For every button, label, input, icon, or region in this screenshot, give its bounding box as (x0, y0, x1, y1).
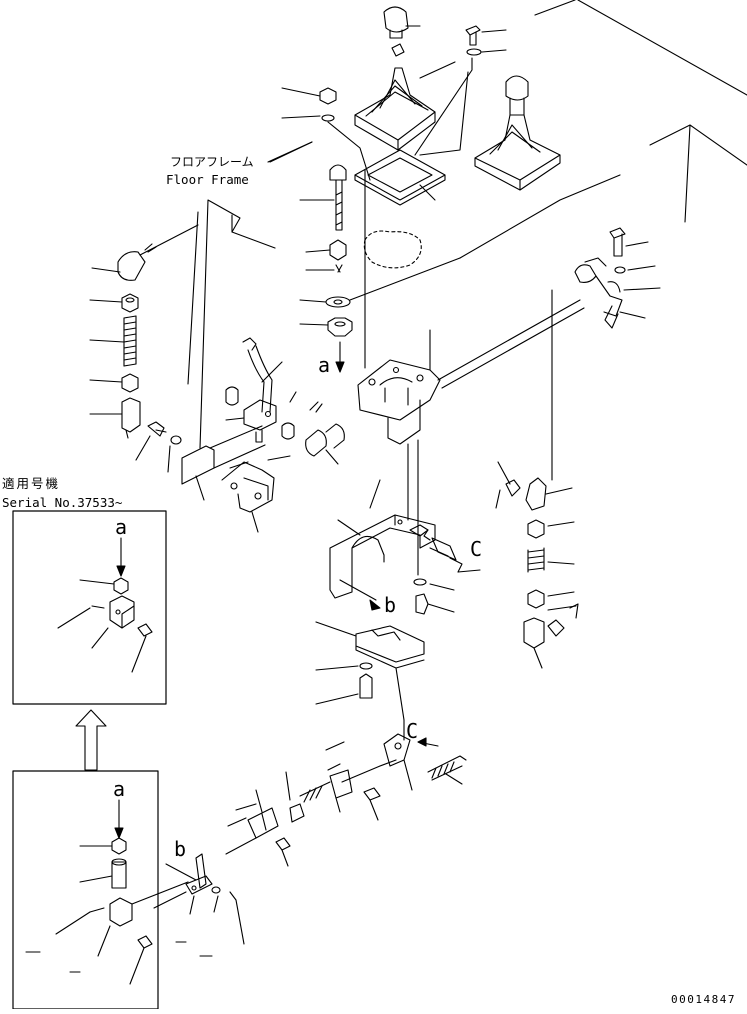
spring-left (89, 315, 137, 367)
leader-floor-frame (267, 141, 313, 163)
letter-c-low: C (406, 719, 418, 743)
lower-clevis (379, 733, 413, 791)
lever-boot-left (354, 67, 436, 151)
pin-left (135, 421, 182, 473)
bolt-c-mid (423, 529, 481, 573)
inset-box-new (12, 510, 167, 705)
letter-b-low: b (174, 837, 186, 861)
right-stack (523, 519, 579, 669)
nut-left-1 (89, 293, 139, 313)
dashed-base (363, 230, 422, 269)
lever-shaft (225, 337, 283, 443)
washer-bolt-low (315, 662, 373, 705)
inset-new-parts (57, 537, 153, 673)
main-bracket (357, 169, 441, 521)
clevis-left (89, 397, 141, 439)
screw-top (414, 25, 507, 156)
serial-note-serial: Serial No.37533~ (2, 495, 122, 510)
letter-a-inset-new: a (115, 515, 127, 539)
pin-lower (363, 787, 381, 821)
letter-a-inset-old: a (113, 777, 125, 801)
gasket-plate (354, 71, 469, 206)
drawing-number: 00014847 (671, 993, 736, 1006)
spring-lower (427, 755, 467, 785)
leader-boot (419, 61, 456, 79)
lever-arm-b (153, 853, 245, 945)
letter-c-mid: C (470, 537, 482, 561)
mount-plate (315, 621, 425, 741)
washer-bolt-mid (413, 578, 455, 615)
pivot-collars (225, 386, 323, 440)
lever-knob-left (383, 6, 409, 57)
clevis-bracket (221, 455, 291, 533)
bushing-pair (305, 423, 345, 465)
inset-box-old (12, 770, 159, 1010)
floor-frame-label-jp: フロアフレーム (170, 155, 254, 169)
letter-b-mid: b (384, 593, 396, 617)
lever-boot-right (474, 114, 561, 191)
floor-frame-outline (187, 0, 747, 449)
floor-frame-label-en: Floor Frame (166, 172, 249, 187)
rod-end-right (495, 461, 573, 511)
long-bolt (299, 164, 347, 231)
nut-left-2 (89, 373, 139, 393)
inset-old-parts (25, 799, 213, 985)
rod-end-left (91, 224, 199, 281)
long-rod-left (181, 425, 266, 501)
lower-clevis-2 (225, 789, 291, 867)
lock-nut-stack (299, 239, 353, 373)
connecting-rod (437, 257, 623, 481)
lever-knob-right (505, 75, 529, 116)
letter-a-main: a (318, 353, 330, 377)
lower-rod (285, 741, 381, 823)
middle-bracket (329, 479, 436, 611)
serial-note-jp: 適用号機 (2, 476, 60, 491)
bolt-top-right (609, 227, 661, 319)
nut-washer-top (269, 87, 371, 181)
arrow-c-low-head (417, 737, 427, 747)
up-arrow (75, 709, 107, 771)
